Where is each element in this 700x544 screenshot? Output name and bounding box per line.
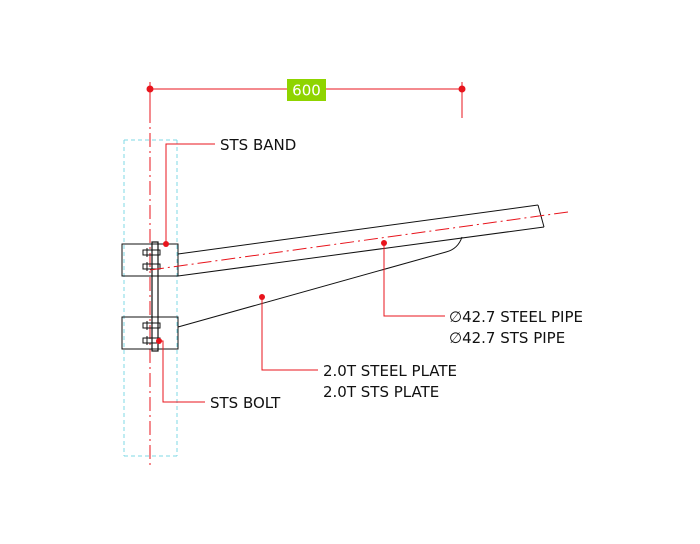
pipe-centerline [149, 211, 569, 271]
label-pipe-line2: ∅42.7 STS PIPE [449, 329, 565, 347]
band-lower [121, 316, 179, 350]
bolt-1 [142, 249, 161, 256]
label-sts-band: STS BAND [220, 136, 296, 154]
bolts [142, 248, 161, 345]
band-blocks [121, 243, 179, 350]
arm-pipe [149, 204, 569, 277]
band-upper [121, 243, 179, 277]
leader-dot-pipe [381, 240, 387, 246]
label-sts-bolt: STS BOLT [210, 394, 281, 412]
gusset-plate [177, 236, 463, 328]
bolt-2 [142, 263, 161, 270]
mounting-plate [151, 241, 159, 352]
leader-dot-bolt [156, 338, 162, 344]
pole-outline [123, 139, 178, 457]
dimension-value: 600 [292, 82, 321, 100]
dimension-600: 600 [146, 79, 466, 118]
dimension-box [287, 79, 326, 101]
leader-dot-band [163, 241, 169, 247]
bolt-3 [142, 322, 161, 329]
label-plate-line2: 2.0T STS PLATE [323, 383, 439, 401]
leader-dot-plate [259, 294, 265, 300]
label-plate-line1: 2.0T STEEL PLATE [323, 362, 457, 380]
label-pipe-line1: ∅42.7 STEEL PIPE [449, 308, 583, 326]
